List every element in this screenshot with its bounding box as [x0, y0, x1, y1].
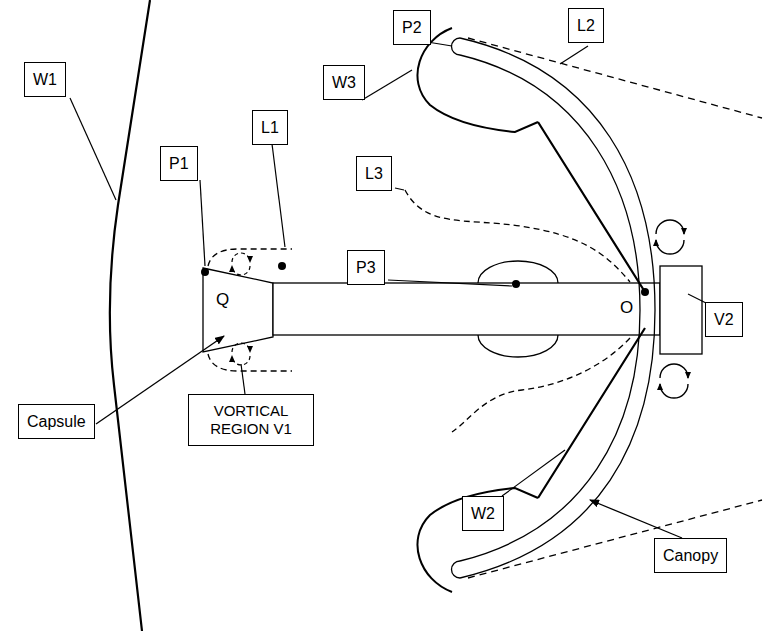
capsule-body [203, 268, 273, 352]
callout-box: VORTICAL REGION V1 [188, 394, 314, 446]
shear-layer [468, 500, 762, 578]
pointer-arrow [590, 500, 682, 538]
part-label-box: Canopy [654, 538, 727, 573]
callout-box: L2 [568, 8, 604, 43]
callout-box: L1 [252, 110, 288, 145]
stagnation-bubble [478, 261, 558, 283]
part-label-box: Capsule [18, 404, 95, 439]
callout-text: Canopy [663, 546, 718, 565]
callout-text: W1 [33, 70, 57, 89]
point-label: Q [216, 290, 229, 310]
shock-wave [110, 0, 150, 631]
vent-block [660, 266, 702, 354]
shear-layer [405, 190, 630, 282]
leader-line [70, 40, 712, 496]
callout-text: W2 [471, 504, 495, 523]
point-label: O [620, 298, 633, 318]
shear-layer [208, 354, 292, 371]
callout-box: W2 [462, 496, 504, 531]
point-marker [512, 280, 520, 288]
callout-text: P3 [356, 258, 376, 277]
canopy-edge [452, 38, 460, 55]
canopy-edge [452, 561, 460, 578]
callout-text: L1 [261, 118, 279, 137]
inner-wave [538, 122, 645, 498]
flap-wave [417, 488, 538, 592]
callout-text: L3 [365, 164, 383, 183]
point-marker [201, 268, 209, 276]
point-marker [641, 288, 649, 296]
canopy-outer [460, 38, 655, 578]
callout-text: W3 [332, 73, 356, 92]
callout-text: VORTICAL REGION V1 [197, 402, 305, 438]
vortex-symbol [232, 253, 250, 365]
stagnation-bubble [478, 335, 558, 357]
callout-box: W1 [24, 62, 66, 97]
callout-text: Capsule [27, 412, 86, 431]
callout-box: P3 [347, 250, 385, 285]
callout-box: V2 [705, 302, 743, 337]
callout-text: P1 [169, 154, 189, 173]
canopy-inner [460, 55, 640, 561]
callout-text: V2 [714, 310, 734, 329]
shear-layer [452, 338, 630, 432]
callout-box: P1 [160, 146, 198, 181]
riser-rod [273, 283, 660, 335]
callout-text: L2 [577, 16, 595, 35]
vortex-symbol [656, 220, 688, 398]
point-marker [278, 262, 286, 270]
callout-box: L3 [356, 156, 392, 191]
callout-box: P2 [393, 10, 431, 45]
shear-layer [468, 38, 762, 118]
callout-box: W3 [323, 65, 365, 100]
callout-text: P2 [402, 18, 422, 37]
